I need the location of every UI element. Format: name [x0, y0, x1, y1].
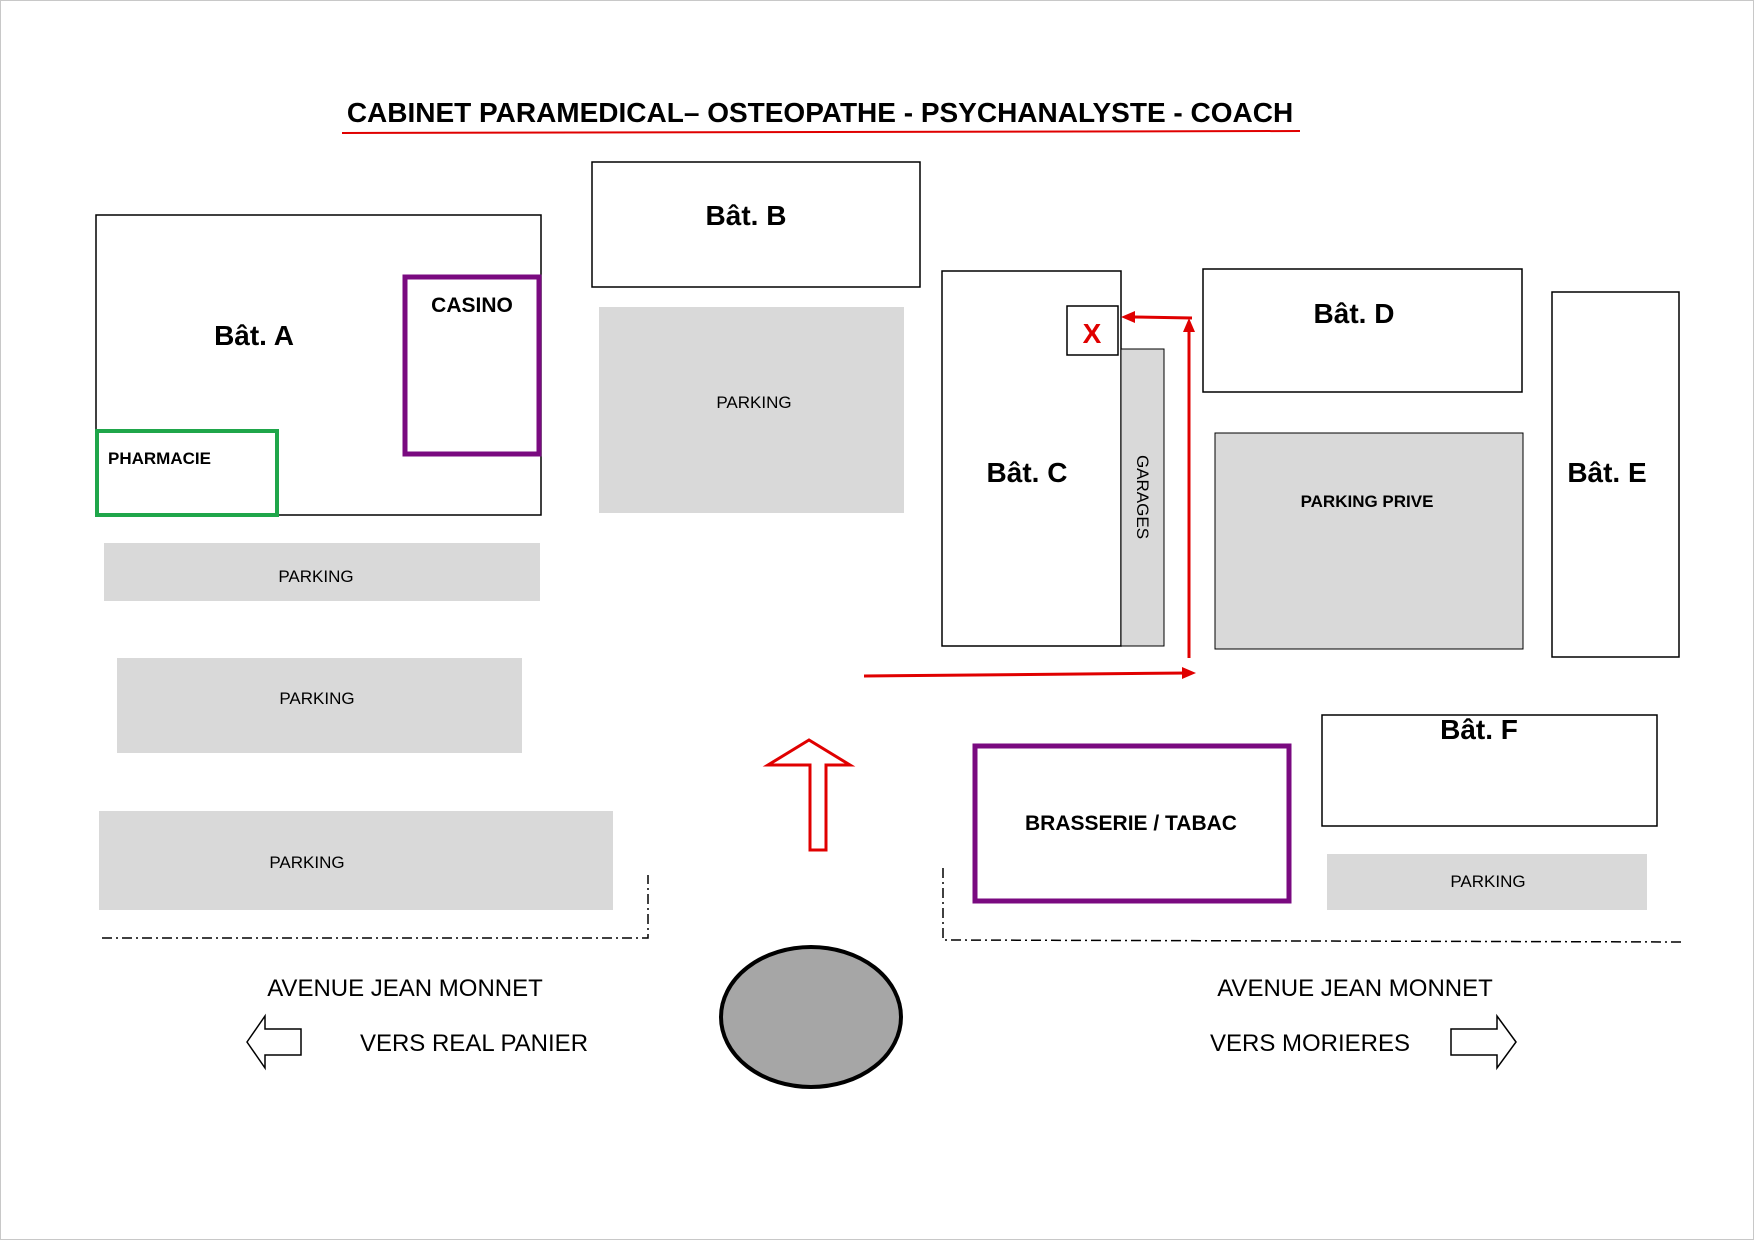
brasserie-label: BRASSERIE / TABAC — [1025, 812, 1237, 835]
destination-marker-label: X — [1083, 318, 1102, 349]
building-d — [1202, 268, 1523, 393]
parking-b-label: PARKING — [716, 393, 791, 412]
building-e — [1551, 291, 1680, 658]
parking-left-2-label: PARKING — [279, 689, 354, 708]
garages-label: GARAGES — [1133, 455, 1152, 539]
road-right-name: AVENUE JEAN MONNET — [1217, 975, 1493, 1002]
arrow-right-icon — [1450, 1013, 1517, 1071]
pharmacie-label: PHARMACIE — [108, 449, 211, 468]
road-edge-left — [102, 875, 649, 939]
route-arrowhead-left-icon — [1121, 311, 1135, 323]
route-segment-horizontal — [863, 671, 1189, 678]
title-underline — [341, 130, 1301, 134]
pharmacie-outline — [95, 429, 279, 517]
parking-prive — [1214, 432, 1524, 650]
road-left-direction: VERS REAL PANIER — [360, 1030, 588, 1057]
building-f — [1321, 714, 1658, 827]
building-e-label: Bât. E — [1567, 457, 1646, 488]
destination-marker — [1066, 305, 1119, 356]
parking-f — [1327, 854, 1647, 910]
parking-prive-label: PARKING PRIVE — [1301, 492, 1434, 511]
garages — [1120, 348, 1165, 647]
parking-left-1 — [104, 543, 540, 601]
road-right-direction: VERS MORIERES — [1210, 1030, 1410, 1057]
map-title: CABINET PARAMEDICAL– OSTEOPATHE - PSYCHA… — [347, 97, 1293, 128]
parking-left-2 — [117, 658, 522, 753]
casino-label: CASINO — [431, 294, 513, 317]
route-segment-to-marker — [1133, 315, 1193, 320]
parking-f-label: PARKING — [1450, 872, 1525, 891]
roundabout — [719, 945, 903, 1089]
building-c-label: Bât. C — [987, 457, 1068, 488]
parking-b — [599, 307, 904, 513]
route-arrowhead-up-icon — [1183, 318, 1195, 332]
parking-left-3-label: PARKING — [269, 853, 344, 872]
building-d-label: Bât. D — [1314, 298, 1395, 329]
brasserie-outline — [972, 743, 1292, 904]
route-arrowhead-right-icon — [1182, 667, 1196, 679]
road-left-name: AVENUE JEAN MONNET — [267, 975, 543, 1002]
building-a-label: Bât. A — [214, 320, 294, 351]
arrow-left-icon — [246, 1013, 302, 1071]
casino-outline — [402, 274, 542, 457]
entrance-arrow-icon — [762, 738, 856, 852]
parking-left-3 — [99, 811, 613, 910]
building-f-label: Bât. F — [1440, 714, 1518, 745]
building-b — [591, 161, 921, 288]
parking-left-1-label: PARKING — [278, 567, 353, 586]
building-b-label: Bât. B — [706, 200, 787, 231]
road-edge-right — [942, 868, 1683, 943]
